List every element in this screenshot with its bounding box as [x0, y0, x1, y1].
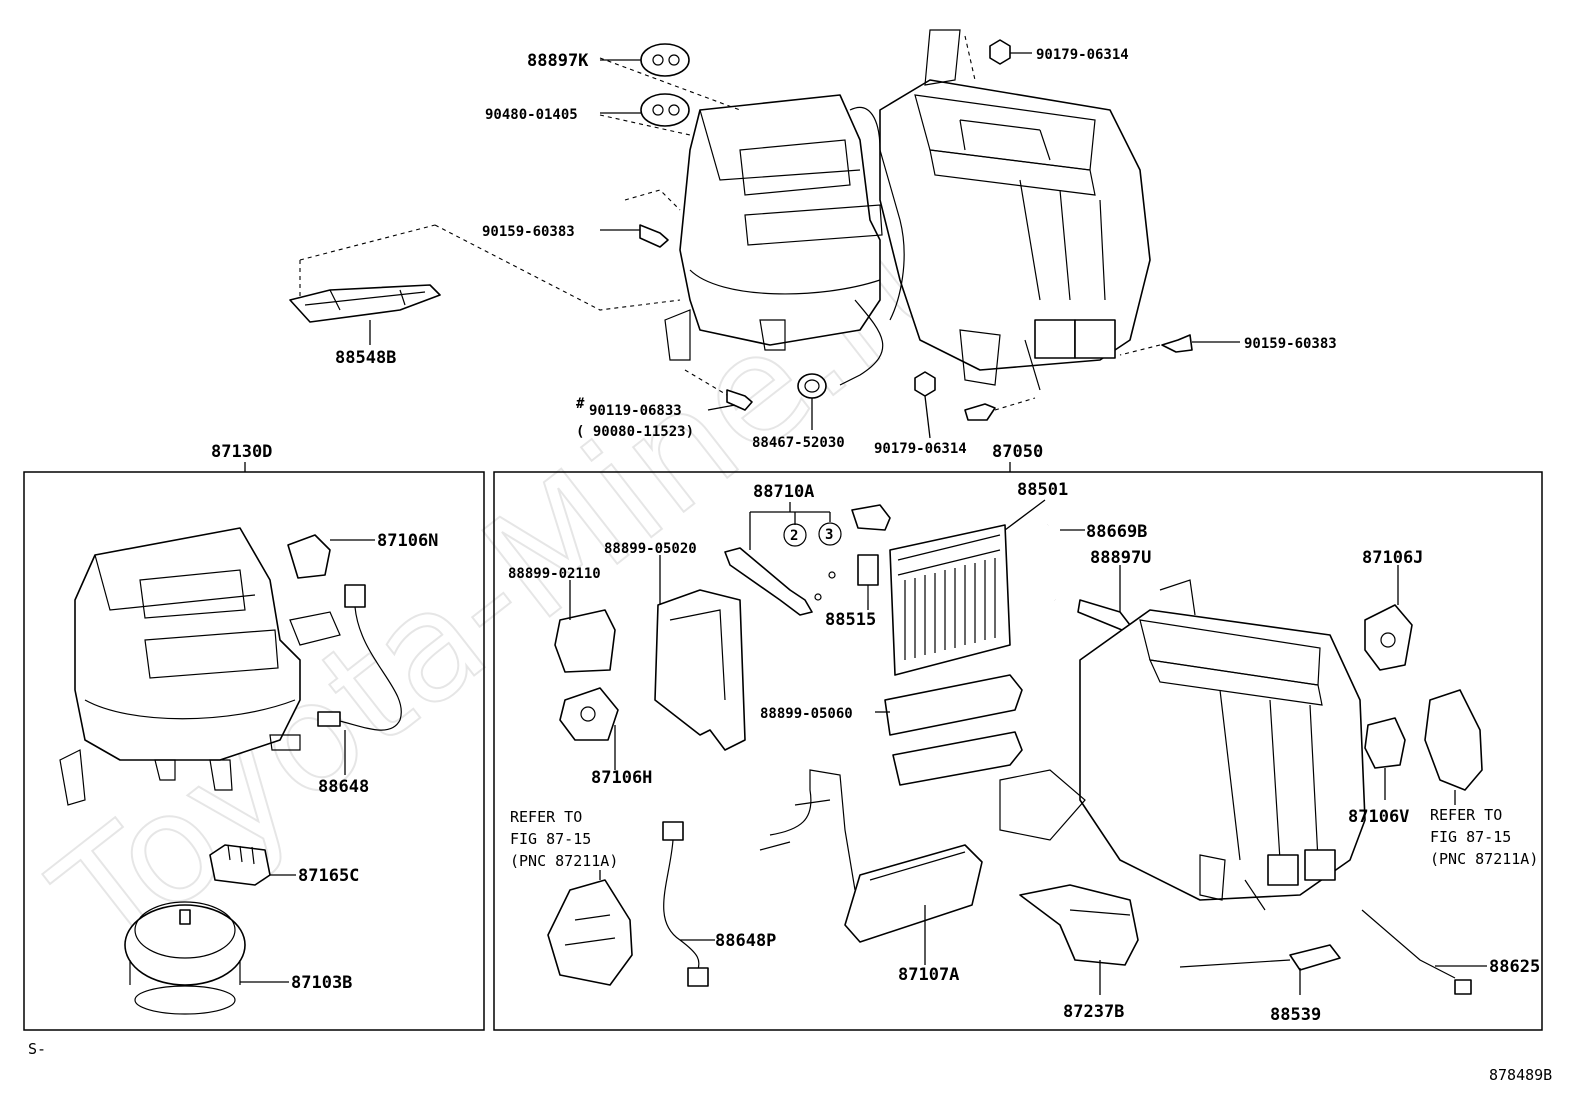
label-87107A: 87107A — [898, 965, 959, 985]
bolt-90159-left — [639, 224, 669, 248]
label-90159-60383-left: 90159-60383 — [482, 224, 575, 240]
label-88899-02110: 88899-02110 — [508, 566, 601, 582]
label-88625: 88625 — [1489, 957, 1540, 977]
label-87106H: 87106H — [591, 768, 652, 788]
wire-88648P — [662, 821, 709, 987]
label-88669B: 88669B — [1086, 522, 1147, 542]
expansion-valve-88515 — [857, 554, 879, 600]
label-90179-06314-top: 90179-06314 — [1036, 47, 1129, 63]
resistor-87165C — [209, 844, 271, 886]
bolt-bottom-right — [964, 403, 996, 421]
label-88648: 88648 — [318, 777, 369, 797]
circle-2 — [783, 523, 807, 547]
bolt-90159-right — [1161, 334, 1193, 353]
wire-88625 — [1361, 909, 1472, 995]
bracket-88899-05020 — [654, 589, 746, 751]
label-90119-06833: 90119-06833 — [589, 403, 682, 419]
label-87106V: 87106V — [1348, 807, 1409, 827]
box-87130D — [23, 471, 485, 1031]
pipe-88669B — [1035, 524, 1057, 602]
circle-3 — [818, 522, 842, 546]
refer-left-line3: (PNC 87211A) — [510, 852, 618, 870]
sensor-88897U — [1077, 599, 1131, 631]
leaders-top — [369, 52, 1240, 439]
evaporator-88501 — [889, 524, 1011, 676]
wire-88648 — [317, 584, 402, 731]
servo-87106H — [559, 687, 619, 741]
label-hash-mark: # — [576, 396, 585, 412]
label-88501: 88501 — [1017, 480, 1068, 500]
box-87050 — [493, 471, 1543, 1031]
hose-88710A — [724, 547, 836, 616]
label-87106J: 87106J — [1362, 548, 1423, 568]
label-87103B: 87103B — [291, 973, 352, 993]
label-87130D: 87130D — [211, 442, 272, 462]
footer-figure-number: 878489B — [1489, 1066, 1552, 1084]
part-88899-05060 — [884, 674, 1023, 786]
label-88899-05060: 88899-05060 — [760, 706, 853, 722]
servo-87106J — [1364, 604, 1413, 671]
label-88710A: 88710A — [753, 482, 814, 502]
nut-90179-top — [989, 39, 1011, 65]
duct-left — [547, 879, 633, 986]
label-87050: 87050 — [992, 442, 1043, 462]
label-87165C: 87165C — [298, 866, 359, 886]
grommet-88897K — [640, 43, 690, 77]
blower-case-87130D — [59, 527, 341, 806]
label-87237B: 87237B — [1063, 1002, 1124, 1022]
circle-2-label: 2 — [790, 528, 798, 544]
filter-cover-88548B — [289, 284, 441, 323]
sensor-88539 — [1179, 944, 1341, 971]
label-87106N: 87106N — [377, 531, 438, 551]
refer-left-line2: FIG 87-15 — [510, 830, 591, 848]
label-88467-52030: 88467-52030 — [752, 435, 845, 451]
servo-87106N — [287, 534, 331, 579]
label-90159-60383-right: 90159-60383 — [1244, 336, 1337, 352]
label-90179-06314-bottom: 90179-06314 — [874, 441, 967, 457]
refer-right-line3: (PNC 87211A) — [1430, 850, 1538, 868]
circle-3-label: 3 — [825, 527, 833, 543]
refer-right-line2: FIG 87-15 — [1430, 828, 1511, 846]
label-88899-05020: 88899-05020 — [604, 541, 697, 557]
refer-right-line1: REFER TO — [1430, 806, 1502, 824]
duct-right — [1424, 689, 1483, 791]
servo-87106V — [1364, 717, 1406, 769]
label-90480-01405: 90480-01405 — [485, 107, 578, 123]
label-88539: 88539 — [1270, 1005, 1321, 1025]
label-88515: 88515 — [825, 610, 876, 630]
duct-87237B — [1019, 884, 1139, 966]
nut-90179-bottom — [914, 371, 936, 397]
grommet-90480 — [640, 93, 690, 127]
label-90080-11523: ( 90080-11523) — [576, 424, 694, 440]
clip-top — [851, 504, 891, 531]
refer-left-line1: REFER TO — [510, 808, 582, 826]
heater-core-87107A — [759, 769, 983, 943]
grommet-88467 — [797, 373, 827, 399]
label-88897U: 88897U — [1090, 548, 1151, 568]
bolt-90119 — [726, 389, 753, 411]
label-88548B: 88548B — [335, 348, 396, 368]
heater-case-87050 — [999, 579, 1366, 911]
blower-motor-87103B — [124, 901, 246, 1015]
label-88897K: 88897K — [527, 51, 589, 71]
heater-unit-top-assembly — [664, 29, 1151, 391]
part-88899-02110 — [554, 609, 616, 673]
label-88648P: 88648P — [715, 931, 776, 951]
footer-left-code: S- — [28, 1040, 46, 1058]
